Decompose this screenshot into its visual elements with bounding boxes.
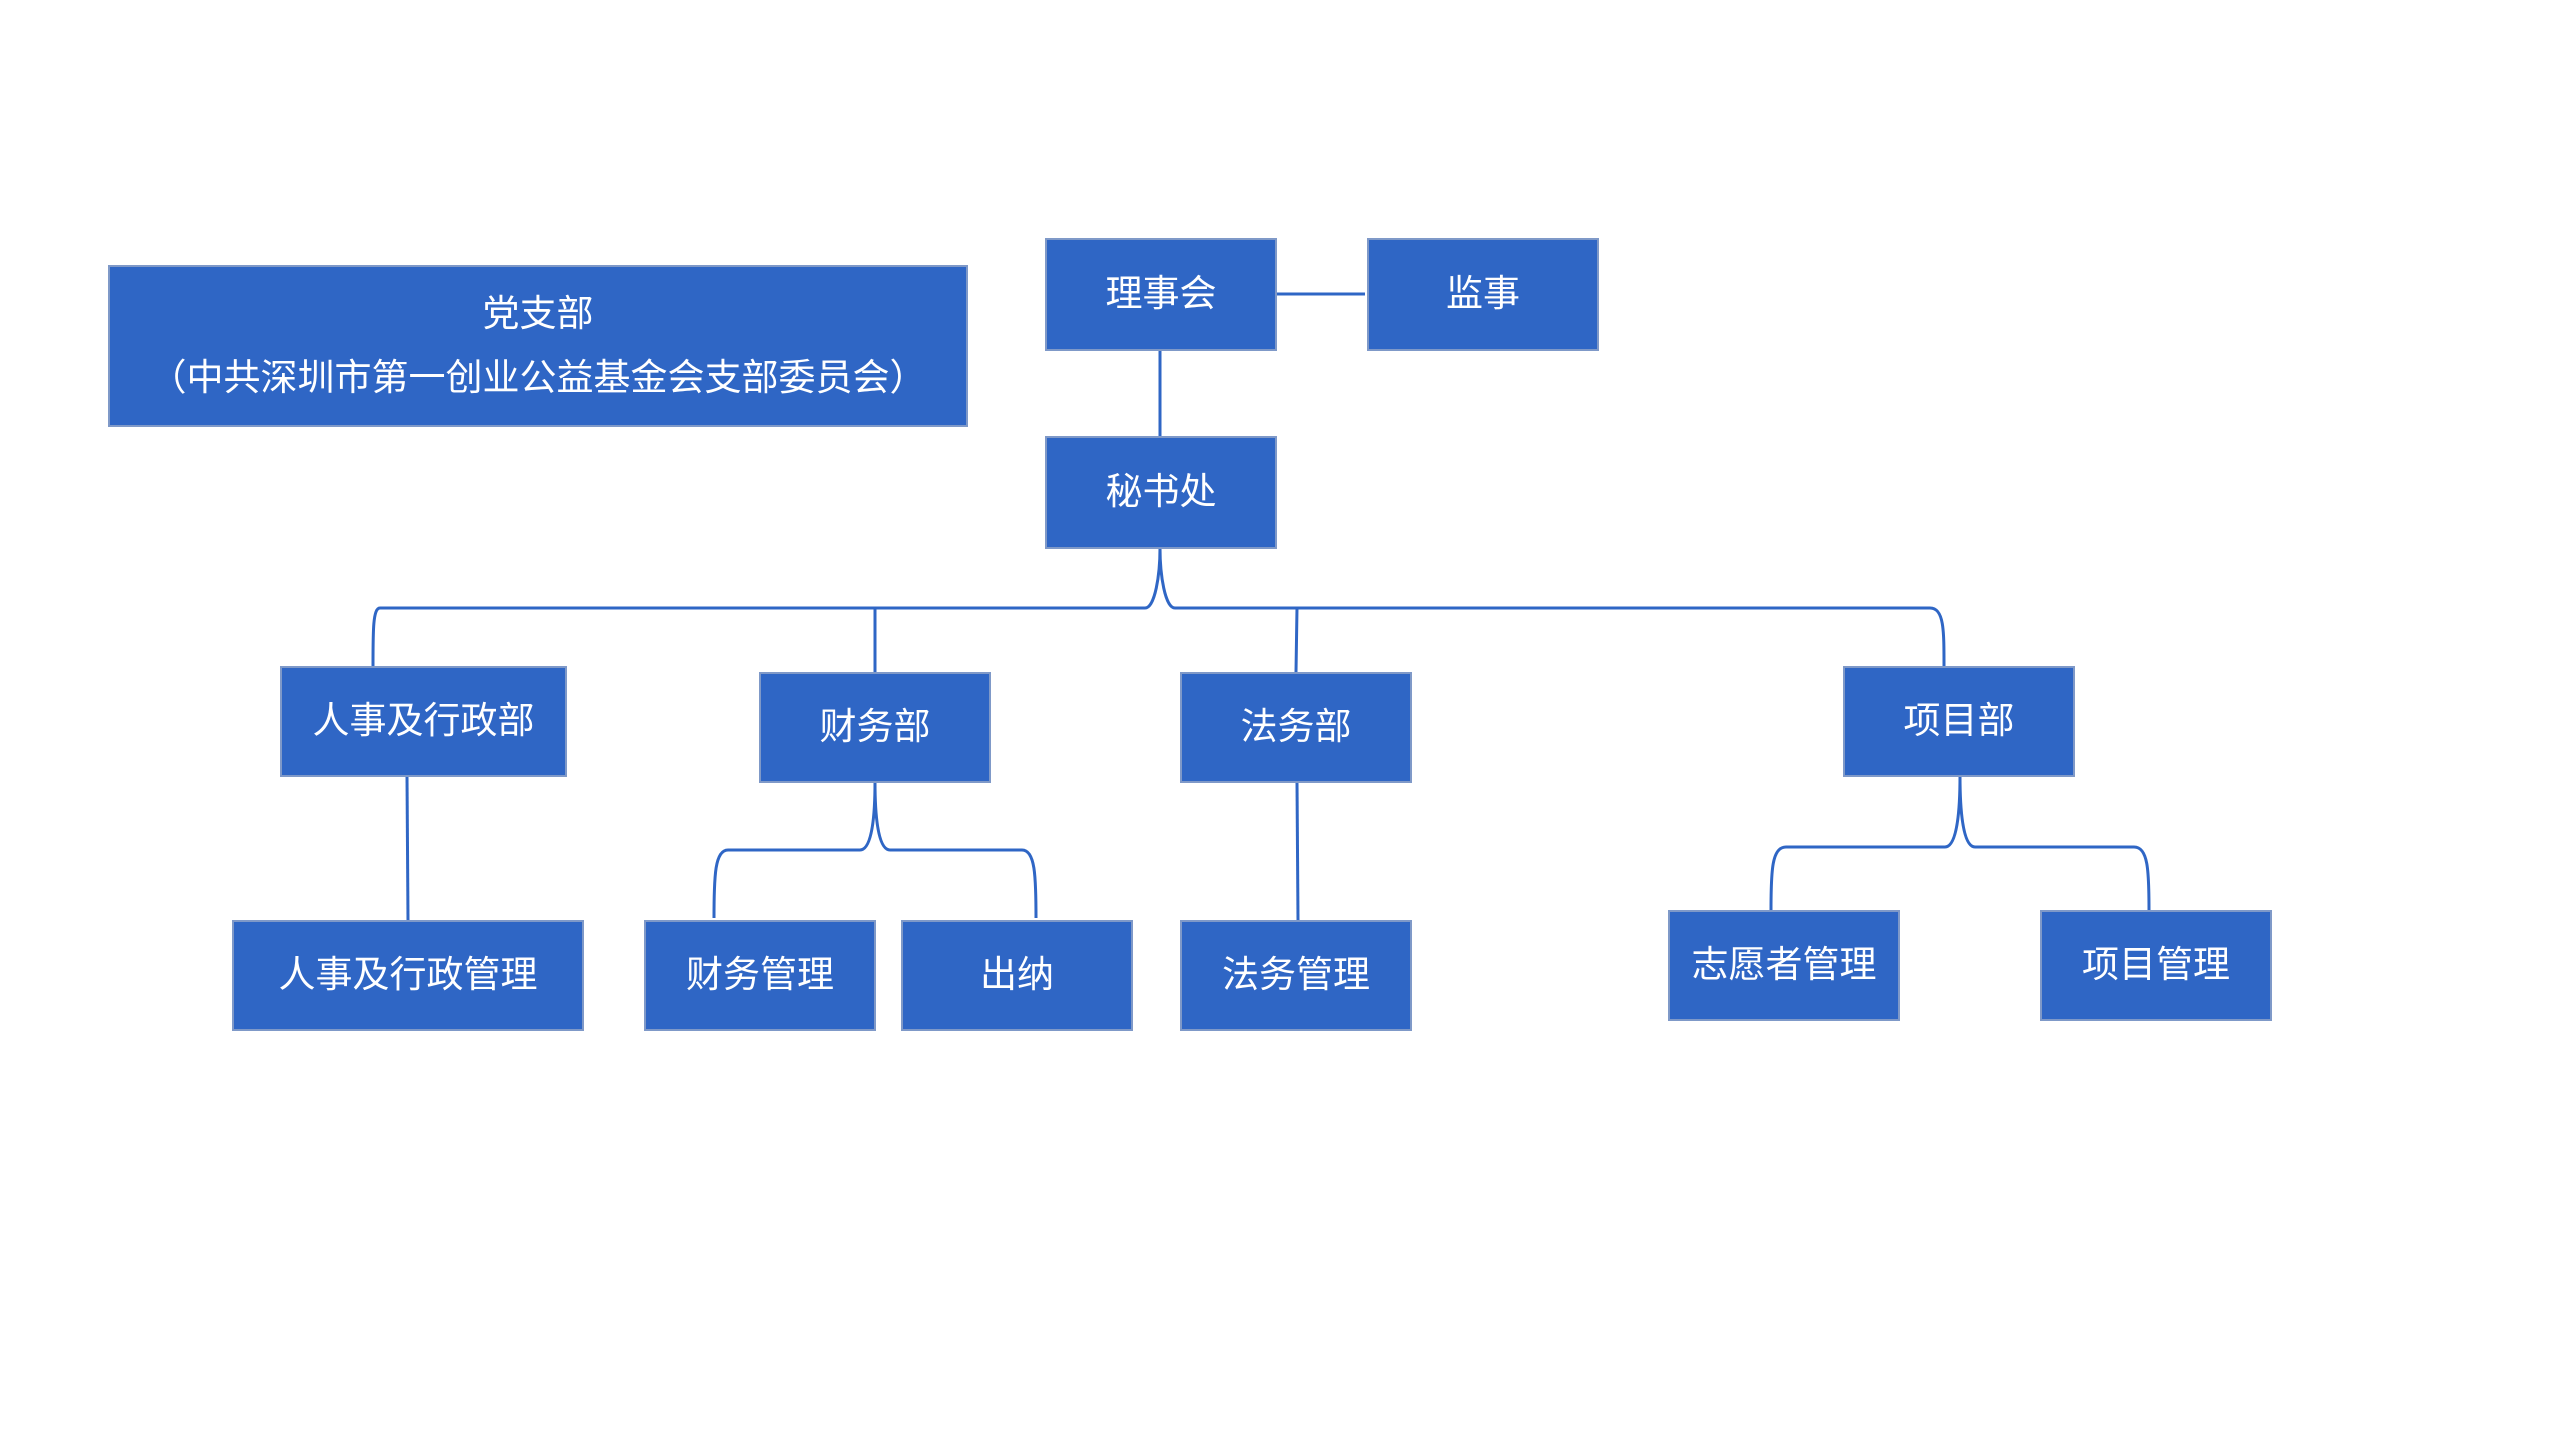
legal-mgmt-label: 法务管理	[1222, 953, 1370, 997]
secretariat-box: 秘书处	[1045, 436, 1277, 549]
connector-hr-dept-mgmt	[405, 775, 410, 921]
hr-admin-mgmt-label: 人事及行政管理	[278, 953, 538, 997]
supervisor-label: 监事	[1446, 272, 1520, 316]
connector-legal-dept-mgmt	[1295, 781, 1300, 921]
finance-dept-box: 财务部	[759, 672, 991, 783]
secretariat-label: 秘书处	[1105, 470, 1217, 514]
volunteer-mgmt-box: 志愿者管理	[1668, 910, 1900, 1021]
finance-dept-label: 财务部	[819, 705, 931, 749]
supervisor-box: 监事	[1367, 238, 1599, 351]
hr-admin-dept-label: 人事及行政部	[312, 699, 535, 743]
party-branch-box: 党支部 （中共深圳市第一创业公益基金会支部委员会）	[108, 265, 968, 427]
project-mgmt-label: 项目管理	[2082, 943, 2230, 987]
legal-mgmt-box: 法务管理	[1180, 920, 1412, 1031]
project-dept-label: 项目部	[1903, 699, 2015, 743]
project-dept-box: 项目部	[1843, 666, 2075, 777]
hr-admin-dept-box: 人事及行政部	[280, 666, 567, 777]
party-branch-subtitle: （中共深圳市第一创业公益基金会支部委员会）	[149, 356, 927, 399]
legal-dept-label: 法务部	[1240, 705, 1352, 749]
board-box: 理事会	[1045, 238, 1277, 351]
connector-finance-dept-children	[712, 781, 1038, 919]
cashier-box: 出纳	[901, 920, 1133, 1031]
legal-dept-box: 法务部	[1180, 672, 1412, 783]
connector-project-dept-children	[1769, 775, 2151, 911]
finance-mgmt-box: 财务管理	[644, 920, 876, 1031]
finance-mgmt-label: 财务管理	[686, 953, 834, 997]
hr-admin-mgmt-box: 人事及行政管理	[232, 920, 584, 1031]
cashier-label: 出纳	[980, 953, 1054, 997]
volunteer-mgmt-label: 志愿者管理	[1691, 943, 1877, 987]
party-branch-title: 党支部	[482, 291, 594, 335]
board-label: 理事会	[1105, 272, 1217, 316]
project-mgmt-box: 项目管理	[2040, 910, 2272, 1021]
connector-secretariat-depts	[371, 547, 1946, 673]
